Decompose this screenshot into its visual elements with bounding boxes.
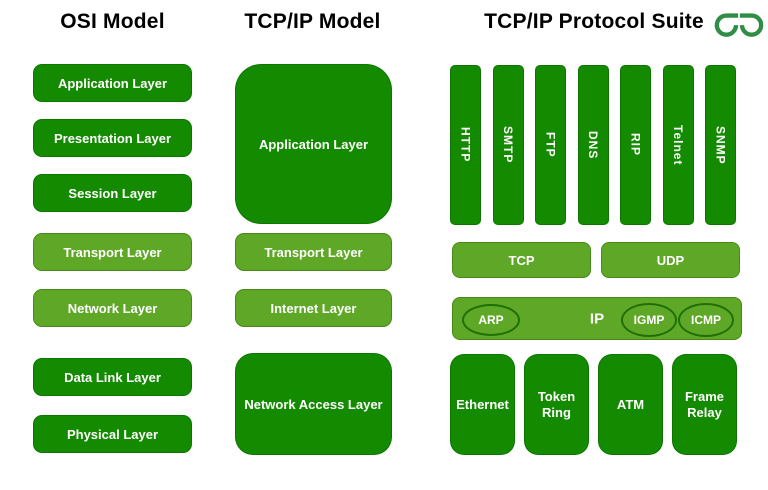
osi-layer-label: Presentation Layer [53, 130, 172, 146]
osi-layer-label: Physical Layer [66, 426, 159, 442]
protocol-bar: RIP [620, 65, 651, 225]
transport-protocol-box: TCP [452, 242, 591, 278]
protocol-bar-label: SMTP [501, 126, 515, 164]
protocol-bar: SMTP [492, 65, 524, 225]
link-technology-box: Token Ring [524, 354, 589, 455]
geeksforgeeks-logo-icon [714, 13, 764, 37]
transport-protocols-row: TCP UDP [452, 242, 740, 278]
arp-ellipse: ARP [462, 304, 520, 336]
internet-protocol-row: ARP IP IGMP ICMP [452, 297, 742, 340]
tcpip-layer-label: Application Layer [258, 136, 369, 152]
tcpip-layer-box: Internet Layer [235, 289, 392, 327]
protocol-bar: FTP [535, 65, 566, 225]
protocol-bar: Telnet [662, 65, 694, 225]
osi-layer-box: Transport Layer [33, 233, 192, 271]
link-technology-label: Token Ring [537, 388, 576, 420]
protocol-bar: SNMP [705, 65, 736, 225]
igmp-label: IGMP [633, 313, 665, 327]
tcpip-model-column: Application Layer Transport Layer Intern… [235, 64, 392, 455]
osi-layer-box: Session Layer [33, 174, 192, 212]
arp-label: ARP [478, 313, 504, 327]
protocol-bar-label: FTP [543, 132, 558, 158]
transport-protocol-label: UDP [656, 252, 685, 268]
protocol-bar-label: RIP [628, 133, 643, 157]
osi-layer-label: Transport Layer [63, 244, 162, 260]
ip-label: IP [589, 310, 605, 327]
protocol-bar: DNS [577, 65, 609, 225]
igmp-ellipse: IGMP [621, 303, 677, 337]
link-technology-label: Frame Relay [684, 388, 725, 420]
link-technology-box: Ethernet [450, 354, 515, 455]
protocol-bar-label: Telnet [671, 124, 685, 166]
transport-protocol-box: UDP [601, 242, 740, 278]
osi-layer-label: Data Link Layer [64, 369, 161, 385]
tcpip-layer-box: Application Layer [235, 64, 392, 224]
link-technology-box: Frame Relay [672, 354, 737, 455]
link-technology-box: ATM [598, 354, 663, 455]
osi-layer-box: Network Layer [33, 289, 192, 327]
network-technologies-row: Ethernet Token Ring ATM Frame Relay [450, 354, 737, 455]
application-protocols-row: HTTP SMTP FTP DNS RIP Telnet SNMP [450, 65, 736, 225]
osi-model-column: Application Layer Presentation Layer Ses… [33, 64, 192, 453]
icmp-label: ICMP [691, 313, 721, 327]
protocol-bar: HTTP [450, 65, 481, 225]
osi-layer-label: Application Layer [57, 75, 168, 91]
tcpip-layer-box: Network Access Layer [235, 353, 392, 455]
tcpip-layer-box: Transport Layer [235, 233, 392, 271]
transport-protocol-label: TCP [508, 252, 535, 268]
osi-layer-label: Session Layer [68, 185, 157, 201]
tcpip-layer-label: Transport Layer [264, 244, 363, 260]
protocol-suite-title: TCP/IP Protocol Suite [484, 10, 704, 33]
icmp-ellipse: ICMP [678, 303, 734, 337]
protocol-bar-label: DNS [586, 130, 600, 160]
osi-layer-box: Application Layer [33, 64, 192, 102]
tcpip-layer-label: Internet Layer [270, 300, 357, 316]
protocol-bar-label: SNMP [713, 125, 728, 165]
osi-layer-box: Physical Layer [33, 415, 192, 453]
protocol-bar-label: HTTP [458, 127, 473, 163]
tcpip-model-title: TCP/IP Model [244, 10, 381, 33]
osi-model-title: OSI Model [60, 10, 165, 33]
osi-layer-box: Data Link Layer [33, 358, 192, 396]
osi-layer-box: Presentation Layer [33, 119, 192, 157]
osi-layer-label: Network Layer [67, 300, 158, 316]
link-technology-label: ATM [616, 396, 645, 412]
tcpip-layer-label: Network Access Layer [244, 396, 383, 412]
link-technology-label: Ethernet [456, 396, 509, 412]
